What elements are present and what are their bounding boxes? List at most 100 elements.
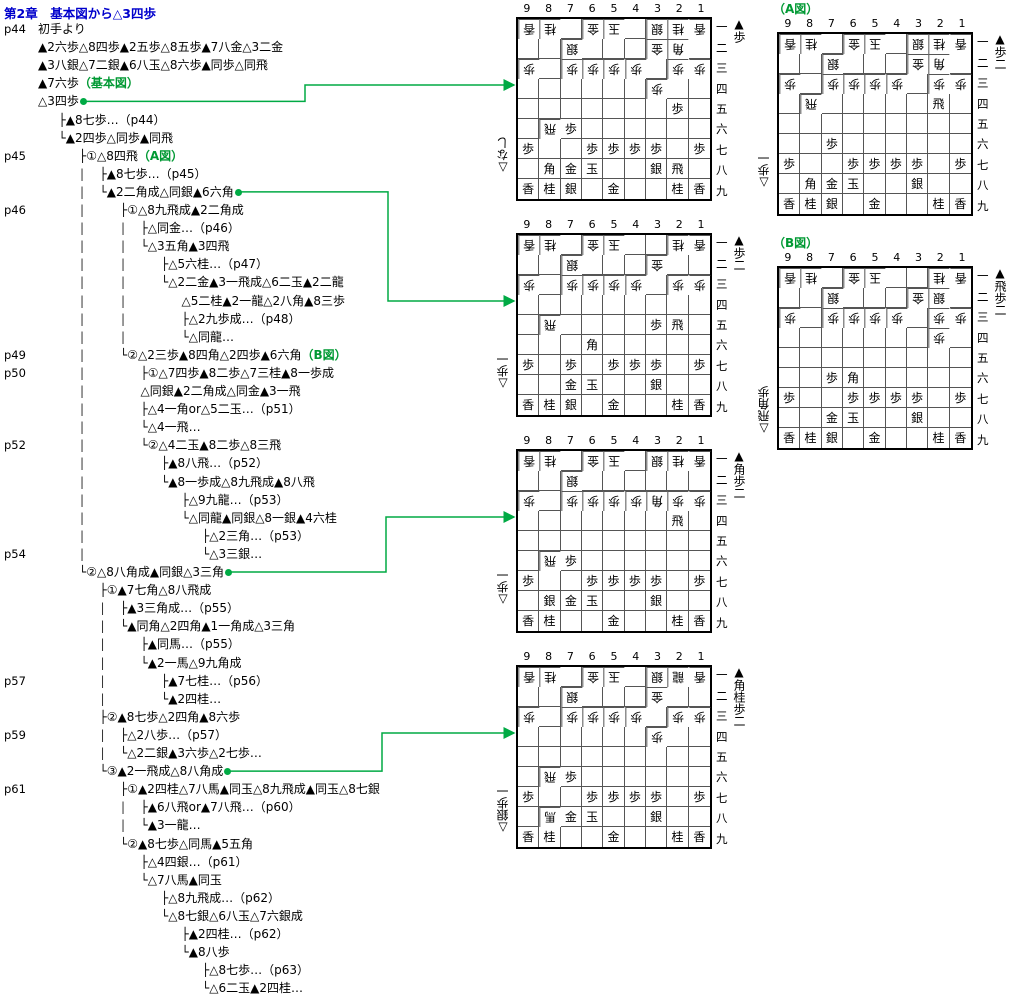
board-piece: 馬 (539, 807, 561, 827)
board-piece: 桂 (800, 34, 822, 54)
tree-line: ├▲7七桂…（p56） (161, 674, 268, 688)
tree-branch-glyph: └ (202, 981, 210, 995)
board-piece: 歩 (603, 707, 625, 727)
board-piece: 香 (518, 19, 540, 39)
board-square (928, 174, 950, 194)
board-square (907, 328, 929, 348)
tree-branch-glyph: ├ (58, 112, 66, 127)
board-square (624, 531, 646, 551)
board-square (539, 255, 561, 275)
tree-branch-glyph: ├ (161, 257, 169, 272)
board-square (907, 308, 929, 328)
board-square (779, 288, 801, 308)
board-square (907, 114, 929, 134)
board-piece: 桂 (928, 428, 950, 448)
board-square (560, 139, 582, 159)
board-square (603, 99, 625, 119)
board-square (949, 134, 971, 154)
tree-pipe: | (121, 800, 126, 815)
board-piece: 金 (646, 687, 668, 707)
board-square (821, 268, 843, 288)
board-piece: 歩 (518, 707, 540, 727)
board-piece: 銀 (646, 667, 668, 687)
move-sequence: △8七歩…（p63） (209, 963, 309, 978)
board-square (779, 328, 801, 348)
rank-numbers: 一二三四五六七八九 (716, 449, 728, 633)
board-square (582, 511, 604, 531)
board-square (907, 348, 929, 368)
file-number: 6 (588, 218, 596, 231)
file-number: 3 (653, 218, 661, 231)
tree-line: ├▲2四桂…（p62） (182, 927, 289, 941)
board-square (885, 288, 907, 308)
board-square (625, 827, 646, 847)
file-number: 1 (958, 251, 966, 264)
board-square (624, 315, 646, 335)
rank-number: 九 (716, 183, 728, 198)
board-square (800, 54, 822, 74)
board-square (603, 119, 625, 139)
board-square (624, 19, 646, 39)
diagram-ref-label: （A図） (137, 148, 184, 163)
board-piece: 銀 (560, 471, 582, 491)
tree-branch-glyph: └ (140, 420, 148, 435)
board-square (907, 94, 929, 114)
tree-line: └△3三銀… (202, 547, 262, 561)
tree-pipe: | (100, 601, 105, 616)
board-piece: 桂 (539, 611, 561, 631)
board-square (843, 54, 865, 74)
board-square (821, 114, 843, 134)
board-square (582, 471, 604, 491)
chapter-title: 第2章 基本図から△3四歩 (4, 6, 157, 21)
move-sequence: ▲3一龍… (147, 818, 201, 833)
board-piece: 歩 (560, 707, 582, 727)
move-sequence: ①△7四歩▲8二歩△7三桂▲8一歩成 (147, 365, 334, 380)
board-square (864, 348, 886, 368)
board-piece: 歩 (843, 308, 865, 328)
board-square (624, 235, 646, 255)
board-piece: 香 (693, 614, 706, 628)
rank-number: 八 (716, 595, 728, 610)
board-square (625, 611, 646, 631)
board-square (624, 119, 646, 139)
board-piece: 歩 (624, 355, 646, 375)
board-square (560, 511, 582, 531)
board-piece: 銀 (646, 19, 668, 39)
gote-hand: △なし (496, 137, 510, 175)
rank-number: 五 (977, 350, 989, 365)
tree-line: ├①▲2四桂△7八馬▲同玉△8九飛成▲同玉△8七銀 (120, 782, 380, 796)
rank-numbers: 一二三四五六七八九 (977, 266, 989, 450)
board-square (539, 355, 561, 375)
board-square (624, 375, 646, 395)
board-piece: 角 (582, 335, 604, 355)
board-square (885, 348, 907, 368)
shogi-board: 香桂金玉銀桂香銀金角歩歩歩歩歩歩歩飛飛歩歩歩歩歩歩歩角金玉銀香桂銀金桂香 (777, 32, 973, 216)
tree-line: └▲同角△2四角▲1一角成△3三角 (120, 619, 295, 633)
file-number: 7 (827, 251, 835, 264)
board-piece: 銀 (560, 255, 582, 275)
board-square (518, 315, 540, 335)
move-sequence: ①△8九飛成▲2二角成 (127, 203, 244, 217)
tree-branch-glyph: └ (140, 818, 148, 833)
board-square (646, 179, 668, 199)
move-sequence: △9九龍…（p53） (188, 492, 289, 507)
board-square (688, 727, 710, 747)
page-ref-label: p45 (4, 148, 26, 163)
tree-pipe: | (80, 166, 85, 181)
file-number: 7 (827, 17, 835, 30)
board-piece: 歩 (779, 74, 801, 94)
board-piece: 桂 (539, 667, 561, 687)
move-sequence: ①▲2四桂△7八馬▲同玉△8九飛成▲同玉△8七銀 (127, 782, 380, 797)
board-piece: 銀 (560, 39, 582, 59)
file-number: 2 (675, 2, 683, 15)
rank-number: 二 (716, 40, 728, 55)
file-number: 5 (610, 2, 618, 15)
board-piece: 香 (693, 182, 706, 196)
move-sequence: ▲8一歩成△8九飛成▲8八飛 (168, 474, 315, 489)
board-square (864, 54, 886, 74)
file-number: 7 (566, 434, 574, 447)
rank-number: 九 (977, 198, 989, 213)
board-square (646, 611, 668, 631)
board-piece: 玉 (843, 174, 865, 194)
board-piece: 歩 (582, 707, 604, 727)
